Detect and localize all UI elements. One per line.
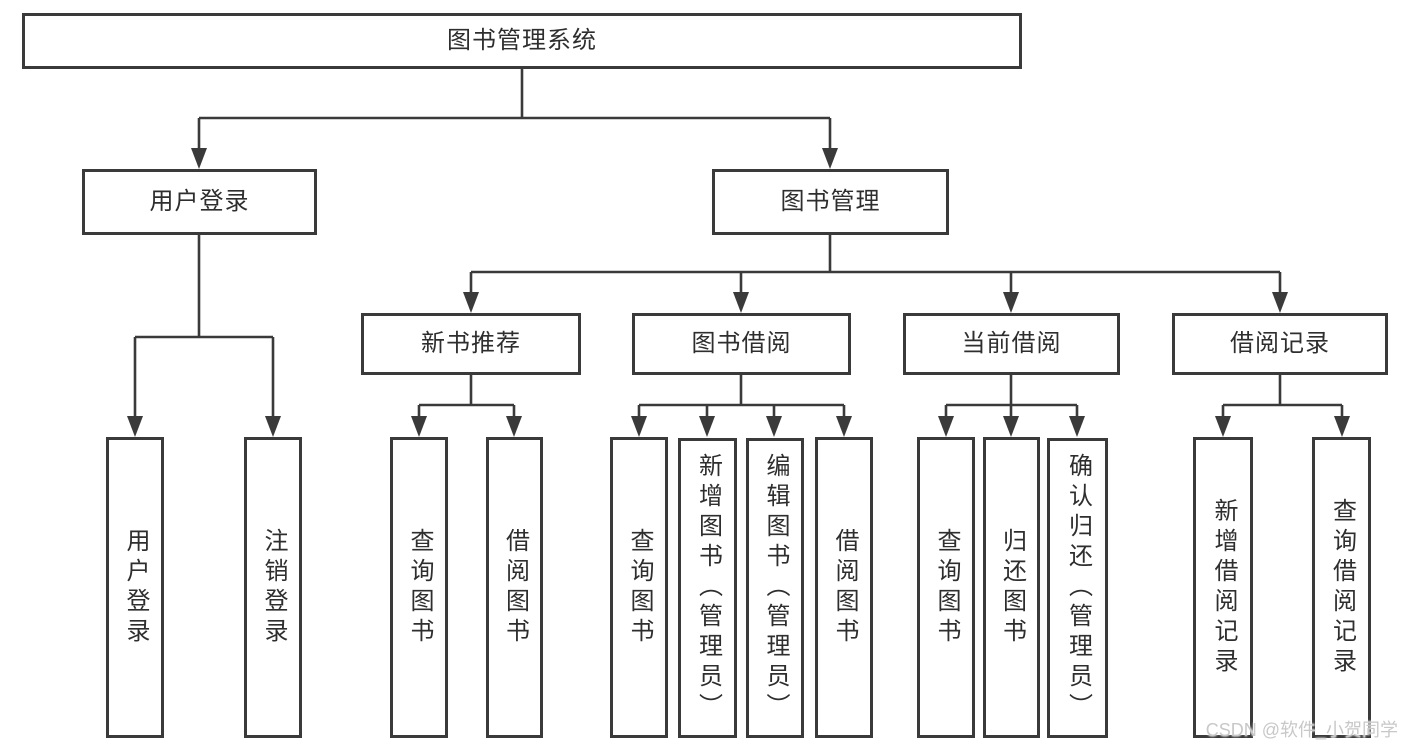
leaf-query-books-recommendation: 查询图书 (390, 437, 448, 738)
node-label: 图书管理系统 (447, 27, 597, 54)
node-label: 当前借阅 (961, 330, 1062, 357)
node-label: 新增图书（管理员） (694, 453, 722, 723)
leaf-return-books: 归还图书 (983, 437, 1040, 738)
leaf-borrow-books-recommendation: 借阅图书 (486, 437, 543, 738)
node-label: 用户登录 (149, 188, 250, 215)
node-label: 查询图书 (406, 527, 433, 648)
node-label: 用户登录 (122, 527, 149, 648)
node-current-borrowing: 当前借阅 (903, 313, 1120, 375)
node-label: 查询图书 (933, 527, 960, 648)
node-user-login: 用户登录 (82, 169, 317, 235)
leaf-user-login: 用户登录 (106, 437, 164, 738)
node-label: 借阅图书 (501, 527, 529, 648)
node-label: 新书推荐 (421, 330, 521, 357)
leaf-add-borrow-record: 新增借阅记录 (1193, 437, 1253, 738)
leaf-confirm-return-admin: 确认归还（管理员） (1047, 438, 1108, 738)
node-label: 注销登录 (260, 527, 287, 648)
node-label: 查询图书 (626, 527, 653, 648)
node-label: 编辑图书（管理员） (762, 453, 789, 723)
node-new-book-recommendation: 新书推荐 (361, 313, 581, 375)
leaf-query-books-borrowing: 查询图书 (610, 437, 668, 738)
node-label: 图书管理 (780, 188, 881, 215)
node-label: 确认归还（管理员） (1064, 453, 1092, 723)
leaf-logout: 注销登录 (244, 437, 302, 738)
csdn-watermark: CSDN @软件_小贺同学 (1205, 720, 1398, 740)
leaf-query-borrow-record: 查询借阅记录 (1312, 437, 1371, 738)
leaf-query-books-current: 查询图书 (917, 437, 975, 738)
node-label: 借阅图书 (831, 527, 858, 648)
leaf-edit-books-admin: 编辑图书（管理员） (746, 438, 804, 738)
node-book-borrowing: 图书借阅 (632, 313, 851, 375)
leaf-add-books-admin: 新增图书（管理员） (678, 438, 737, 738)
node-library-management-system: 图书管理系统 (22, 13, 1022, 69)
node-label: 查询借阅记录 (1328, 497, 1356, 678)
node-borrowing-records: 借阅记录 (1172, 313, 1388, 375)
node-label: 新增借阅记录 (1210, 497, 1237, 678)
node-label: 图书借阅 (691, 330, 792, 357)
node-book-management: 图书管理 (712, 169, 949, 235)
arrowheads (127, 148, 1350, 437)
node-label: 借阅记录 (1230, 330, 1330, 357)
node-label: 归还图书 (998, 527, 1026, 648)
leaf-borrow-books-borrowing: 借阅图书 (815, 437, 873, 738)
